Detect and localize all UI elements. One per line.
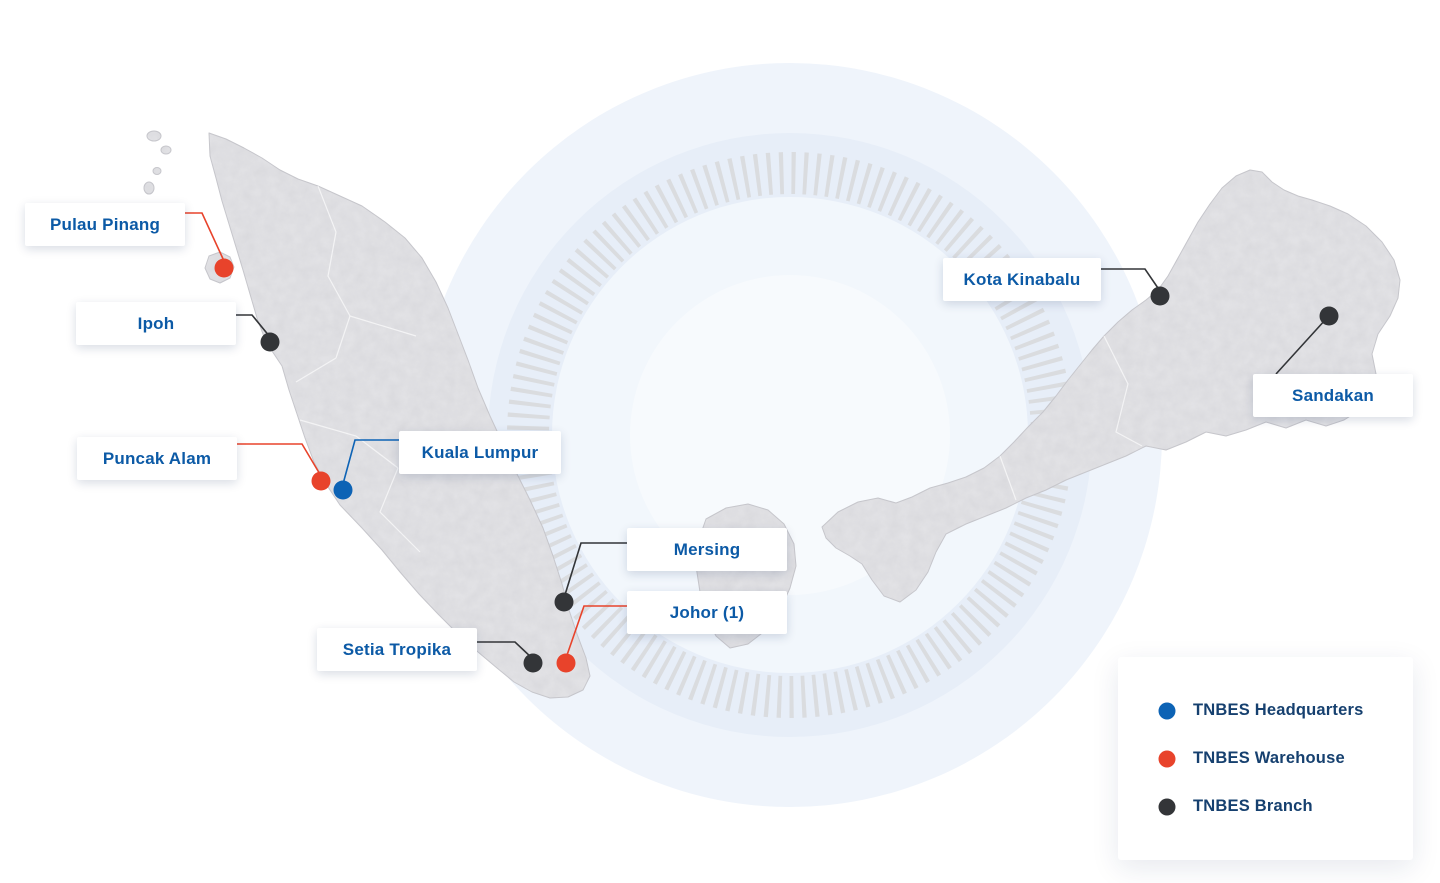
legend-label-headquarters: TNBES Headquarters [1193, 701, 1364, 719]
connector-johor [565, 605, 627, 659]
connector-setia-tropika [477, 641, 534, 660]
marker-dot-kuala-lumpur [333, 480, 353, 500]
marker-dot-mersing [554, 592, 574, 612]
connector-puncak-alam [237, 443, 322, 477]
connector-kota-kinabalu [1101, 268, 1161, 292]
connector-sandakan [1275, 318, 1327, 375]
connector-ipoh [236, 314, 271, 338]
map-label-ipoh: Ipoh [76, 302, 236, 345]
marker-dot-kota-kinabalu [1150, 286, 1170, 306]
legend-item-branch: TNBES Branch [1158, 797, 1413, 816]
legend-panel: TNBES Headquarters TNBES Warehouse TNBES… [1118, 657, 1413, 860]
marker-dots [214, 258, 1339, 673]
map-label-johor: Johor (1) [627, 591, 787, 634]
marker-dot-johor [556, 653, 576, 673]
branch-dot-icon [1158, 798, 1176, 815]
map-label-pulau-pinang: Pulau Pinang [25, 203, 185, 246]
map-label-kuala-lumpur: Kuala Lumpur [399, 431, 561, 474]
headquarters-dot-icon [1158, 702, 1176, 719]
legend-item-warehouse: TNBES Warehouse [1158, 749, 1413, 768]
connector-mersing [563, 542, 627, 599]
legend-label-branch: TNBES Branch [1193, 797, 1313, 815]
connector-lines [185, 212, 1327, 660]
marker-dot-sandakan [1319, 306, 1339, 326]
map-label-setia-tropika: Setia Tropika [317, 628, 477, 671]
marker-dot-pulau-pinang [214, 258, 234, 278]
connector-kuala-lumpur [342, 439, 399, 485]
marker-dot-ipoh [260, 332, 280, 352]
map-label-mersing: Mersing [627, 528, 787, 571]
legend-label-warehouse: TNBES Warehouse [1193, 749, 1345, 767]
marker-dot-setia-tropika [523, 653, 543, 673]
map-label-sandakan: Sandakan [1253, 374, 1413, 417]
legend-item-headquarters: TNBES Headquarters [1158, 701, 1413, 720]
map-label-kota-kinabalu: Kota Kinabalu [943, 258, 1101, 301]
state-boundaries [295, 185, 1143, 553]
connector-pulau-pinang [185, 212, 225, 262]
map-label-puncak-alam: Puncak Alam [77, 437, 237, 480]
marker-dot-puncak-alam [311, 471, 331, 491]
warehouse-dot-icon [1158, 750, 1176, 767]
